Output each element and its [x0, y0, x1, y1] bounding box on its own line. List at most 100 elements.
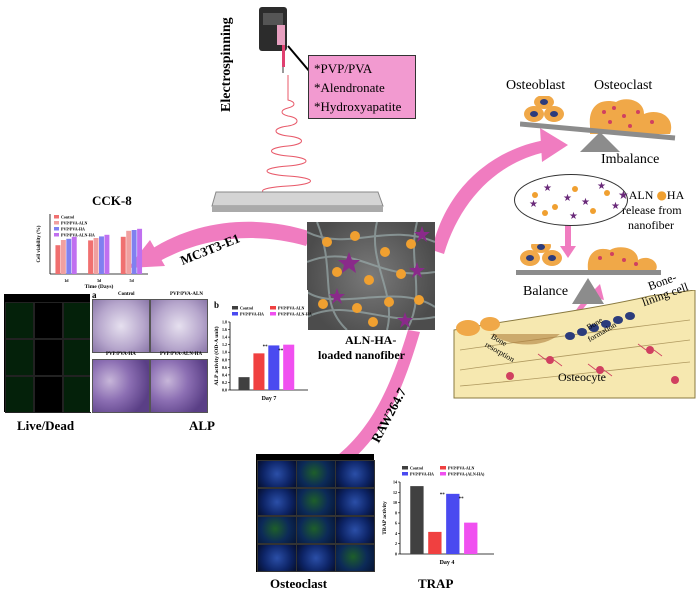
- imbalance-scale: [520, 96, 676, 152]
- y-tick-label: 0: [395, 552, 397, 557]
- svg-text:★: ★: [543, 183, 552, 194]
- syringe-pump-device: [255, 5, 295, 73]
- legend-label: Control: [61, 215, 75, 220]
- y-tick-label: 0.6: [222, 365, 227, 370]
- cck8-title: CCK-8: [92, 193, 132, 208]
- y-tick-label: 0.2: [222, 380, 227, 385]
- y-tick-label: 1.4: [222, 335, 227, 340]
- collector-plate: [211, 191, 384, 212]
- release-aln: ALN: [628, 188, 654, 202]
- legend-label: Control: [240, 306, 254, 311]
- y-tick-label: 0.0: [222, 388, 227, 393]
- x-tick-label: 3d: [97, 278, 102, 283]
- bar: [126, 230, 132, 274]
- x-axis-label: Day 7: [262, 396, 277, 402]
- callout-line: [287, 45, 311, 73]
- bar: [60, 240, 66, 274]
- osteoblast-label: Osteoblast: [506, 78, 566, 93]
- y-tick-label: 0.8: [222, 357, 227, 362]
- svg-text:★: ★: [581, 197, 590, 208]
- bar: [137, 228, 143, 274]
- fluo-image: [34, 376, 63, 413]
- significance-mark: **: [278, 349, 284, 354]
- legend-swatch: [232, 306, 238, 310]
- bar: [428, 531, 442, 554]
- legend-swatch: [270, 312, 276, 316]
- legend-label: PVP/PVA-ALN: [278, 306, 304, 311]
- bar: [55, 245, 61, 274]
- y-tick-label: 12: [393, 490, 397, 495]
- material-pvp-pva: *PVP/PVA: [314, 61, 373, 76]
- osteoblast-cells: [524, 96, 564, 122]
- legend-swatch: [440, 472, 446, 476]
- release-ellipse: ★★★ ★★★★: [514, 174, 628, 226]
- materials-box: *PVP/PVA *Alendronate *Hydroxyapatite: [308, 55, 416, 119]
- bar: [120, 236, 126, 274]
- y-tick-label: 0.4: [222, 372, 227, 377]
- x-tick-label: 5d: [130, 278, 135, 283]
- alp-img-label: PVP/PVA-ALN: [170, 292, 203, 297]
- bar: [410, 486, 424, 554]
- bar: [446, 493, 460, 554]
- bar: [71, 236, 77, 274]
- y-tick-label: 1.6: [222, 327, 227, 332]
- legend-label: PVP/PVA-ALN-HA: [278, 312, 312, 317]
- bar: [268, 345, 280, 390]
- legend-swatch: [402, 472, 408, 476]
- legend-swatch: [232, 312, 238, 316]
- nanofiber-label-line1: ALN-HA-: [345, 333, 397, 347]
- release-line3: nanofiber: [628, 218, 674, 232]
- alp-img-label: PVP/PVA-HA: [106, 352, 136, 357]
- arrow-to-bone: [432, 140, 546, 254]
- alp-b-label: b: [214, 300, 220, 310]
- y-tick-label: 2: [395, 541, 397, 546]
- trap-label: TRAP: [418, 576, 454, 591]
- alp-stain-image: [92, 299, 150, 353]
- y-tick-label: 8: [395, 510, 397, 515]
- y-tick-label: 6: [395, 521, 397, 526]
- x-tick-label: 1d: [64, 278, 69, 283]
- release-legend: ★ALN ●HA: [618, 188, 684, 203]
- release-line2: release from: [622, 203, 682, 217]
- legend-swatch: [440, 466, 446, 470]
- dot-icon: ●: [656, 188, 667, 202]
- legend-label: PVP/PVA-ALN: [61, 221, 87, 226]
- osteoclast-cells: [589, 99, 672, 134]
- osteoclast-image: [296, 488, 336, 516]
- bar: [283, 344, 295, 390]
- nanofiber-image: [307, 222, 435, 330]
- y-tick-label: 1.2: [222, 342, 227, 347]
- fluo-image: [63, 302, 91, 339]
- bar: [99, 236, 104, 274]
- legend-label: PVP/PVA-ALN: [448, 466, 474, 471]
- fiber-jet-spiral: [262, 75, 311, 197]
- bar: [93, 238, 99, 274]
- osteoclast-cells: [587, 247, 657, 270]
- x-axis-label: Time (Days): [85, 283, 114, 290]
- significance-mark: **: [263, 345, 269, 350]
- legend-swatch: [54, 233, 59, 237]
- alp-img-label: Control: [118, 292, 135, 297]
- electrospinning-label: Electrospinning: [219, 17, 234, 112]
- osteoclast-image: [257, 460, 297, 488]
- arrow-head-bone: [540, 128, 568, 162]
- material-alendronate: *Alendronate: [314, 80, 385, 95]
- alp-stain-image: [92, 359, 150, 413]
- fluo-image: [34, 339, 63, 376]
- arrow-to-raw: [332, 330, 420, 470]
- legend-swatch: [54, 215, 59, 219]
- live-dead-grid: [4, 294, 91, 413]
- svg-text:★: ★: [597, 181, 606, 192]
- osteoclast-image: [335, 488, 375, 516]
- arrow-head-release: [560, 246, 576, 258]
- y-axis-label: ALP activity (OD-A unit): [213, 326, 220, 385]
- alp-stain-image: [150, 359, 208, 413]
- legend-swatch: [54, 227, 59, 231]
- legend-label: PVP/PVA-HA: [61, 227, 85, 232]
- x-axis-label: Day 4: [440, 560, 455, 566]
- y-tick-label: 4: [395, 531, 397, 536]
- bar: [104, 234, 110, 274]
- osteoclast-image: [257, 488, 297, 516]
- fluo-image: [5, 302, 34, 339]
